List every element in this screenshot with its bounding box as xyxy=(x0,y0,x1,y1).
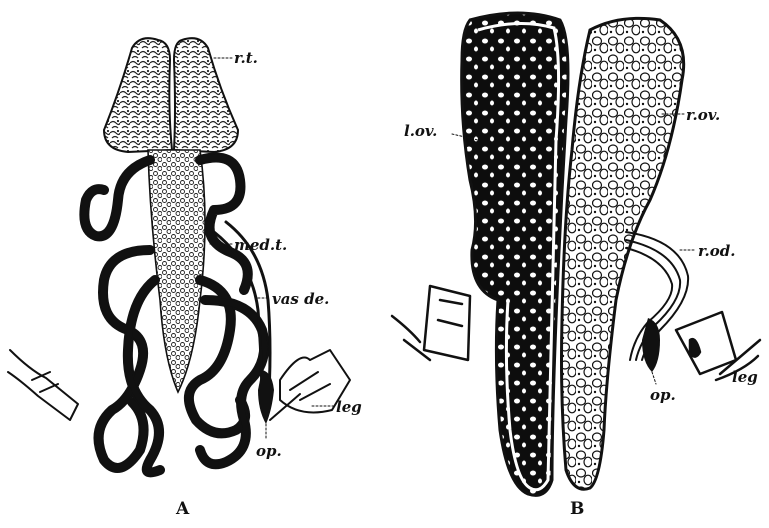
leader-op-b xyxy=(652,372,656,384)
leg-left-b xyxy=(392,286,470,360)
right-ovary xyxy=(562,18,684,489)
label-vas-de: vas de. xyxy=(272,290,329,308)
leg-left-a xyxy=(8,350,78,420)
testis-left-lobe xyxy=(104,38,172,152)
label-med-t: med.t. xyxy=(234,236,287,254)
testis-right-lobe xyxy=(174,38,238,152)
label-r-ov: r.ov. xyxy=(686,106,720,124)
label-l-ov: l.ov. xyxy=(404,122,437,140)
label-rt: r.t. xyxy=(234,49,258,67)
panel-letter-b: B xyxy=(570,499,584,519)
label-leg-a: leg xyxy=(336,398,362,416)
label-op-b: op. xyxy=(650,386,676,404)
label-op-a: op. xyxy=(256,442,282,460)
panel-letter-a: A xyxy=(175,499,190,519)
label-r-od: r.od. xyxy=(698,242,735,260)
label-leg-b: leg xyxy=(732,368,758,386)
genital-opening-a xyxy=(258,370,274,424)
median-gland-column xyxy=(148,150,205,392)
coiled-tubules-left xyxy=(84,160,160,472)
panel-a-male-reproductive xyxy=(8,38,350,472)
